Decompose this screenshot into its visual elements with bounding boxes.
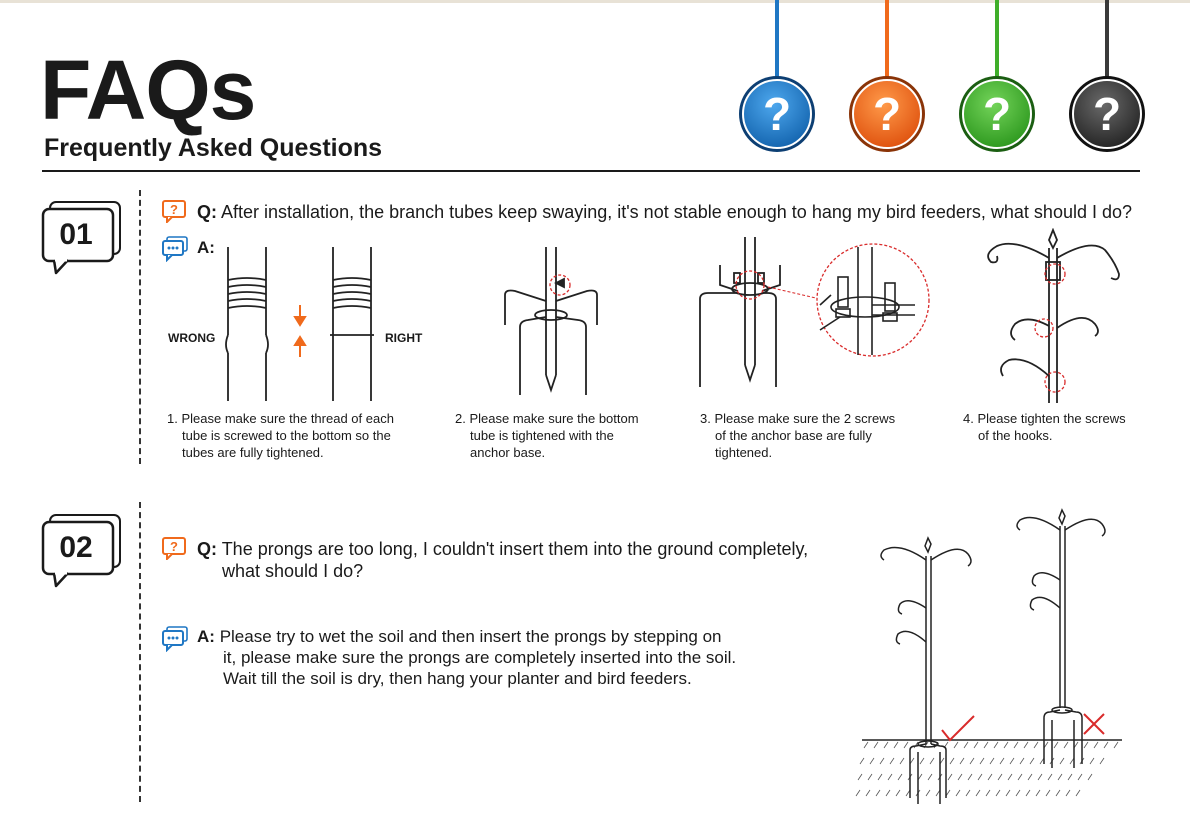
step-text: tube is screwed to the bottom so the <box>182 428 391 443</box>
answer-text: Wait till the soil is dry, then hang you… <box>223 669 692 688</box>
step-caption-4: 4. Please tighten the screws of the hook… <box>963 410 1163 444</box>
question-chat-icon: ? <box>162 537 186 560</box>
step-text: Please tighten the screws <box>977 411 1126 426</box>
badge-question-mark: ? <box>1092 88 1122 140</box>
anchor-base-illustration <box>504 247 598 395</box>
step-number: 3. <box>700 411 711 426</box>
step-caption-1: 1. Please make sure the thread of each t… <box>167 410 437 461</box>
step-text: of the hooks. <box>978 428 1053 443</box>
step-text: of the anchor base are fully <box>715 428 872 443</box>
section-divider <box>139 190 141 464</box>
step-text: tube is tightened with the <box>470 428 614 443</box>
question-badge-blue <box>739 0 815 152</box>
step-caption-3: 3. Please make sure the 2 screws of the … <box>700 410 940 461</box>
ground-insertion-illustration <box>855 508 1122 804</box>
question-badge-dark <box>1069 0 1145 152</box>
speech-bubble-icon <box>41 201 121 275</box>
step-text: Please make sure the bottom <box>469 411 639 426</box>
faq1-question: Q: After installation, the branch tubes … <box>197 201 1157 223</box>
page-subtitle: Frequently Asked Questions <box>44 134 383 162</box>
step-text: tightened. <box>715 445 773 460</box>
step-text: anchor base. <box>470 445 546 460</box>
question-badge-orange <box>849 0 925 152</box>
section-divider <box>139 502 141 802</box>
question-badge-green <box>959 0 1035 152</box>
step-text: Please make sure the thread of each <box>181 411 394 426</box>
step-number: 2. <box>455 411 466 426</box>
pole-correct <box>880 536 972 804</box>
soil-hatching <box>855 741 1119 797</box>
speech-bubble-icon <box>41 514 121 588</box>
anchor-screws-illustration <box>699 237 930 387</box>
top-border <box>0 0 1190 3</box>
pole-wrong <box>1016 508 1106 768</box>
faq-number: 01 <box>59 218 93 251</box>
q-prefix: Q: <box>197 539 217 559</box>
step-text: tubes are fully tightened. <box>182 445 324 460</box>
tube-thread-illustration <box>225 247 374 401</box>
faq2-question: Q: The prongs are too long, I couldn't i… <box>197 538 837 582</box>
question-badges <box>739 0 1145 152</box>
a-prefix: A: <box>197 238 215 257</box>
answer-text: Please try to wet the soil and then inse… <box>219 627 722 646</box>
step-caption-2: 2. Please make sure the bottom tube is t… <box>455 410 685 461</box>
hook-screws-illustration <box>987 228 1120 403</box>
answer-chat-icon <box>162 236 188 262</box>
a-prefix: A: <box>197 627 215 646</box>
question-text: After installation, the branch tubes kee… <box>221 202 1133 222</box>
question-text: The prongs are too long, I couldn't inse… <box>221 539 809 559</box>
badge-question-mark: ? <box>762 88 792 140</box>
question-text: what should I do? <box>222 561 364 581</box>
question-chat-icon: ? <box>162 200 186 223</box>
q-prefix: Q: <box>197 202 217 222</box>
step-number: 4. <box>963 411 974 426</box>
svg-text:?: ? <box>170 202 178 217</box>
step-text: Please make sure the 2 screws <box>714 411 896 426</box>
label-right: RIGHT <box>385 331 423 345</box>
cross-icon <box>1083 713 1105 735</box>
badge-question-mark: ? <box>872 88 902 140</box>
header-divider <box>42 170 1140 172</box>
faq2-answer: A: Please try to wet the soil and then i… <box>197 626 817 689</box>
badge-question-mark: ? <box>982 88 1012 140</box>
label-wrong: WRONG <box>168 331 216 345</box>
faq-number: 02 <box>59 531 93 564</box>
check-icon <box>941 715 975 742</box>
step-number: 1. <box>167 411 178 426</box>
page-title: FAQs <box>40 43 256 137</box>
answer-text: it, please make sure the prongs are comp… <box>223 648 737 667</box>
svg-text:?: ? <box>170 539 178 554</box>
answer-chat-icon <box>162 626 188 652</box>
